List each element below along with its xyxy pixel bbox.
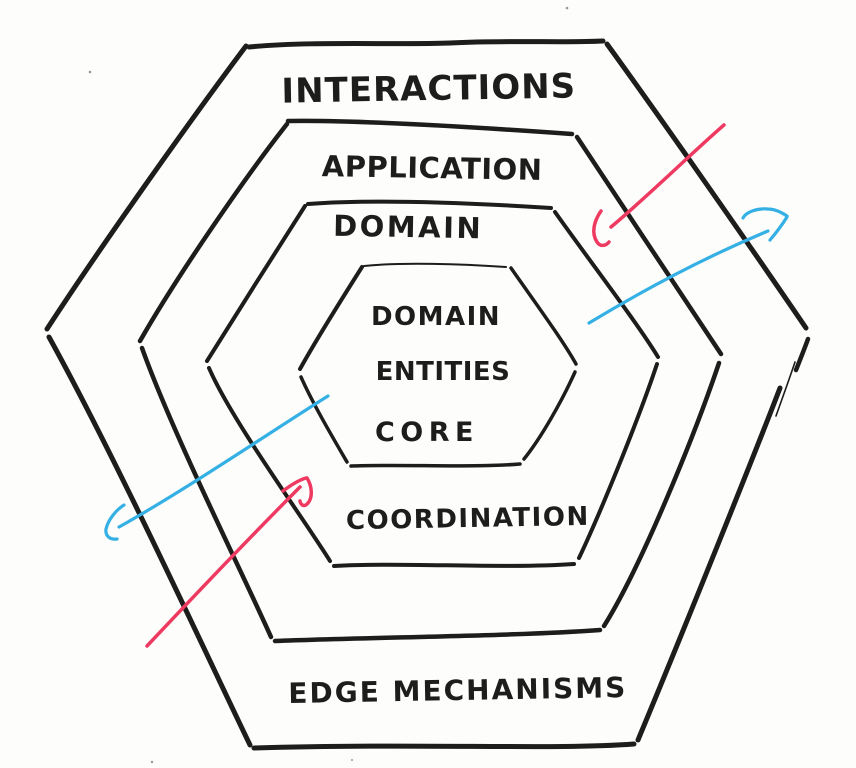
paper-speck [351,759,353,761]
arrow-bottom-left-inward [145,476,313,648]
hexagon-core-edge-upper-left [298,265,364,371]
hexagon-outer-edge-top [246,38,606,50]
paper-specks [88,6,569,764]
sketch-scratch-mark [775,361,796,417]
hexagon-core-edge-upper-right [509,266,578,366]
ring1-bottom-label: EDGE MECHANISMS [288,671,627,710]
hexagon-core-edge-lower-right [522,370,577,461]
hexagon-second-edge-lower-left [139,345,274,640]
core-label-line1: DOMAIN [371,302,501,332]
hexagon-core-edge-top [363,262,507,268]
hexagon-third-edge-bottom [332,562,576,568]
hexagon-rings [44,6,811,764]
arrow-shaft [587,229,770,325]
ring2-top-label: APPLICATION [322,149,543,187]
arrowhead-icon [768,215,789,242]
hexagon-core-edge-bottom [349,462,522,468]
arrowhead-icon [592,209,611,248]
core-label-line3: CORE [375,417,479,448]
ring-labels: INTERACTIONS APPLICATION DOMAIN DOMAIN E… [281,66,627,710]
hexagon-core [298,262,578,468]
arrowhead-icon [104,503,126,541]
hexagon-second-edge-upper-left [137,121,290,344]
arrowhead-icon [281,476,308,493]
hexagon-second-edge-top [285,118,575,137]
hexagon-outer-edge-upper-left [44,43,249,332]
paper-speck [88,70,92,74]
hexagon-second [137,118,724,644]
paper-speck [565,6,569,10]
paper-speck [150,760,154,764]
arrow-shaft [145,485,302,648]
hexagon-outer-edge-bottom [251,741,637,751]
core-label-line2: ENTITIES [376,357,511,387]
hexagon-second-edge-lower-right [601,360,722,629]
hexagon-third-edge-top [306,199,553,210]
arrowhead-icon [741,207,789,220]
hexagon-second-edge-bottom [272,627,603,644]
hexagon-second-edge-upper-right [574,134,724,357]
hexagon-third-edge-upper-left [205,204,307,363]
ring3-top-label: DOMAIN [333,209,484,246]
hexagon-core-edge-lower-left [299,375,349,464]
hexagon-outer-edge-lower-right [635,385,783,743]
ring1-top-label: INTERACTIONS [281,66,576,111]
hexagon-outer-edge-lower-left [46,334,253,748]
hexagon-outer-edge-upper-right [604,41,809,331]
ring3-bottom-label: COORDINATION [346,502,590,536]
hexagon-third-edge-upper-right [553,210,660,359]
arrow-shaft [117,394,330,529]
arrow-shaft [609,123,726,229]
hexagon-third [205,199,660,568]
hexagon-third-edge-lower-left [207,366,332,563]
arrowhead-icon [298,476,313,508]
arrow-top-right-inward [592,123,726,248]
arrow-top-right-outward [587,207,789,325]
sketch-scratch-mark [793,336,811,373]
hexagon-third-edge-lower-right [577,362,659,560]
arrow-bottom-left-outward [104,394,330,541]
hexagon-outer [44,38,811,751]
